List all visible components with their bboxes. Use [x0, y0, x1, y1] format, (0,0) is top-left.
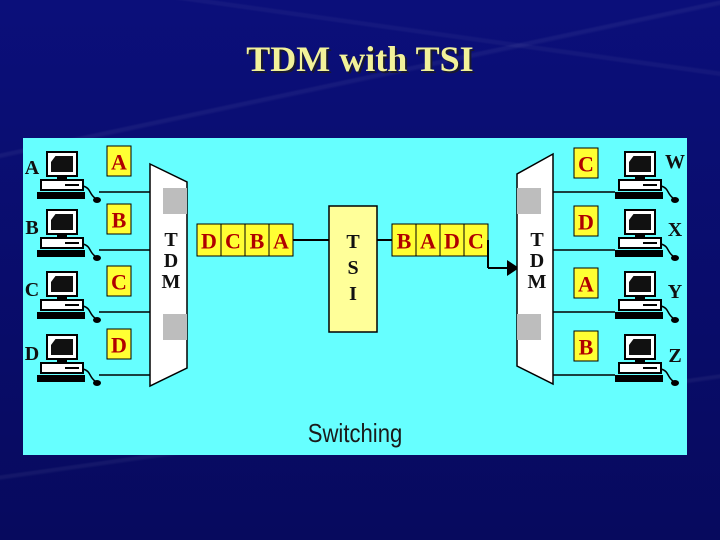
input-frame-slot-d: [196, 223, 222, 257]
computer-icon: [615, 209, 679, 261]
right-slot-a: [573, 267, 599, 299]
output-frame-slot-c-label: C: [468, 229, 484, 254]
tsi-box: [328, 205, 378, 333]
left-station-label-c: C: [25, 279, 39, 301]
left-slot-a: [106, 145, 132, 177]
right-demux-label: M: [528, 271, 547, 293]
right-demux-label: T: [530, 229, 544, 251]
page-title: TDM with TSI: [246, 39, 474, 79]
right-slot-b-label: B: [579, 335, 594, 360]
left-slot-d-label: D: [111, 333, 127, 358]
left-mux-shade: [163, 188, 187, 214]
tsi-label: T: [346, 231, 360, 253]
right-slot-b: [573, 330, 599, 362]
input-frame-slot-a-label: A: [273, 229, 289, 254]
left-mux-label: M: [162, 271, 181, 293]
computer-icon: [37, 209, 101, 261]
left-slot-b: [106, 203, 132, 235]
right-slot-c: [573, 147, 599, 179]
right-slot-a-label: A: [578, 272, 594, 297]
right-slot-d: [573, 205, 599, 237]
left-slot-b-label: B: [112, 208, 127, 233]
output-frame-slot-b-label: B: [397, 229, 412, 254]
left-mux-label: D: [164, 250, 178, 272]
right-slot-d-label: D: [578, 210, 594, 235]
computer-icon: [615, 271, 679, 323]
left-station-label-d: D: [25, 343, 39, 365]
tsi-label: I: [349, 283, 357, 305]
computer-icon: [37, 271, 101, 323]
tsi-label: S: [347, 257, 358, 279]
switching-caption: Switching: [307, 418, 403, 448]
right-demux-label: D: [530, 250, 544, 272]
output-frame-slot-c: [463, 223, 489, 257]
left-slot-a-label: A: [111, 150, 127, 175]
computer-icon: [615, 334, 679, 386]
left-mux-label: T: [164, 229, 178, 251]
computer-icon: [615, 151, 679, 203]
left-slot-c: [106, 265, 132, 297]
right-station-label-w: W: [665, 151, 685, 173]
right-station-label-y: Y: [668, 281, 683, 303]
input-frame-slot-b: [244, 223, 270, 257]
right-slot-c-label: C: [578, 152, 594, 177]
input-frame-slot-a: [268, 223, 294, 257]
left-slot-d: [106, 328, 132, 360]
output-frame-slot-a: [415, 223, 441, 257]
left-station-label-a: A: [25, 157, 40, 179]
output-frame-slot-a-label: A: [420, 229, 436, 254]
input-frame-slot-b-label: B: [250, 229, 265, 254]
right-station-label-z: Z: [668, 345, 681, 367]
left-slot-c-label: C: [111, 270, 127, 295]
computer-icon: [37, 151, 101, 203]
right-station-label-x: X: [668, 219, 683, 241]
right-demux-shade: [517, 188, 541, 214]
left-mux-shade: [163, 314, 187, 340]
input-frame-slot-d-label: D: [201, 229, 217, 254]
right-demux-shade: [517, 314, 541, 340]
output-frame-slot-d-label: D: [444, 229, 460, 254]
computer-icon: [37, 334, 101, 386]
output-frame-slot-d: [439, 223, 465, 257]
arrow-head-icon: [507, 260, 519, 276]
input-frame-slot-c-label: C: [225, 229, 241, 254]
left-station-label-b: B: [25, 217, 38, 239]
